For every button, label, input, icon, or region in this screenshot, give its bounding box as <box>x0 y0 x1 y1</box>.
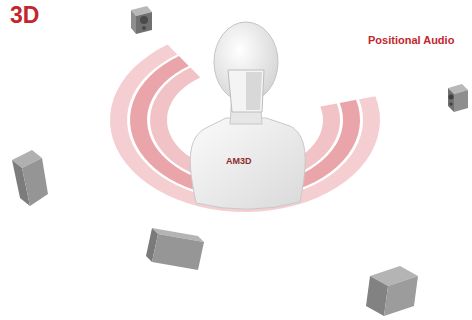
speaker <box>12 150 48 206</box>
speaker <box>146 228 204 270</box>
mannequin-torso <box>190 118 305 209</box>
mannequin-face-shade <box>246 72 262 110</box>
brand-logo: AM3D <box>226 156 252 166</box>
speaker <box>366 266 418 316</box>
speaker <box>131 6 152 34</box>
feature-label: Positional Audio <box>368 34 454 46</box>
speaker <box>448 84 468 112</box>
diagram-title: 3D <box>10 2 39 29</box>
mannequin-face <box>228 70 264 112</box>
sound-wave-band <box>110 45 380 212</box>
